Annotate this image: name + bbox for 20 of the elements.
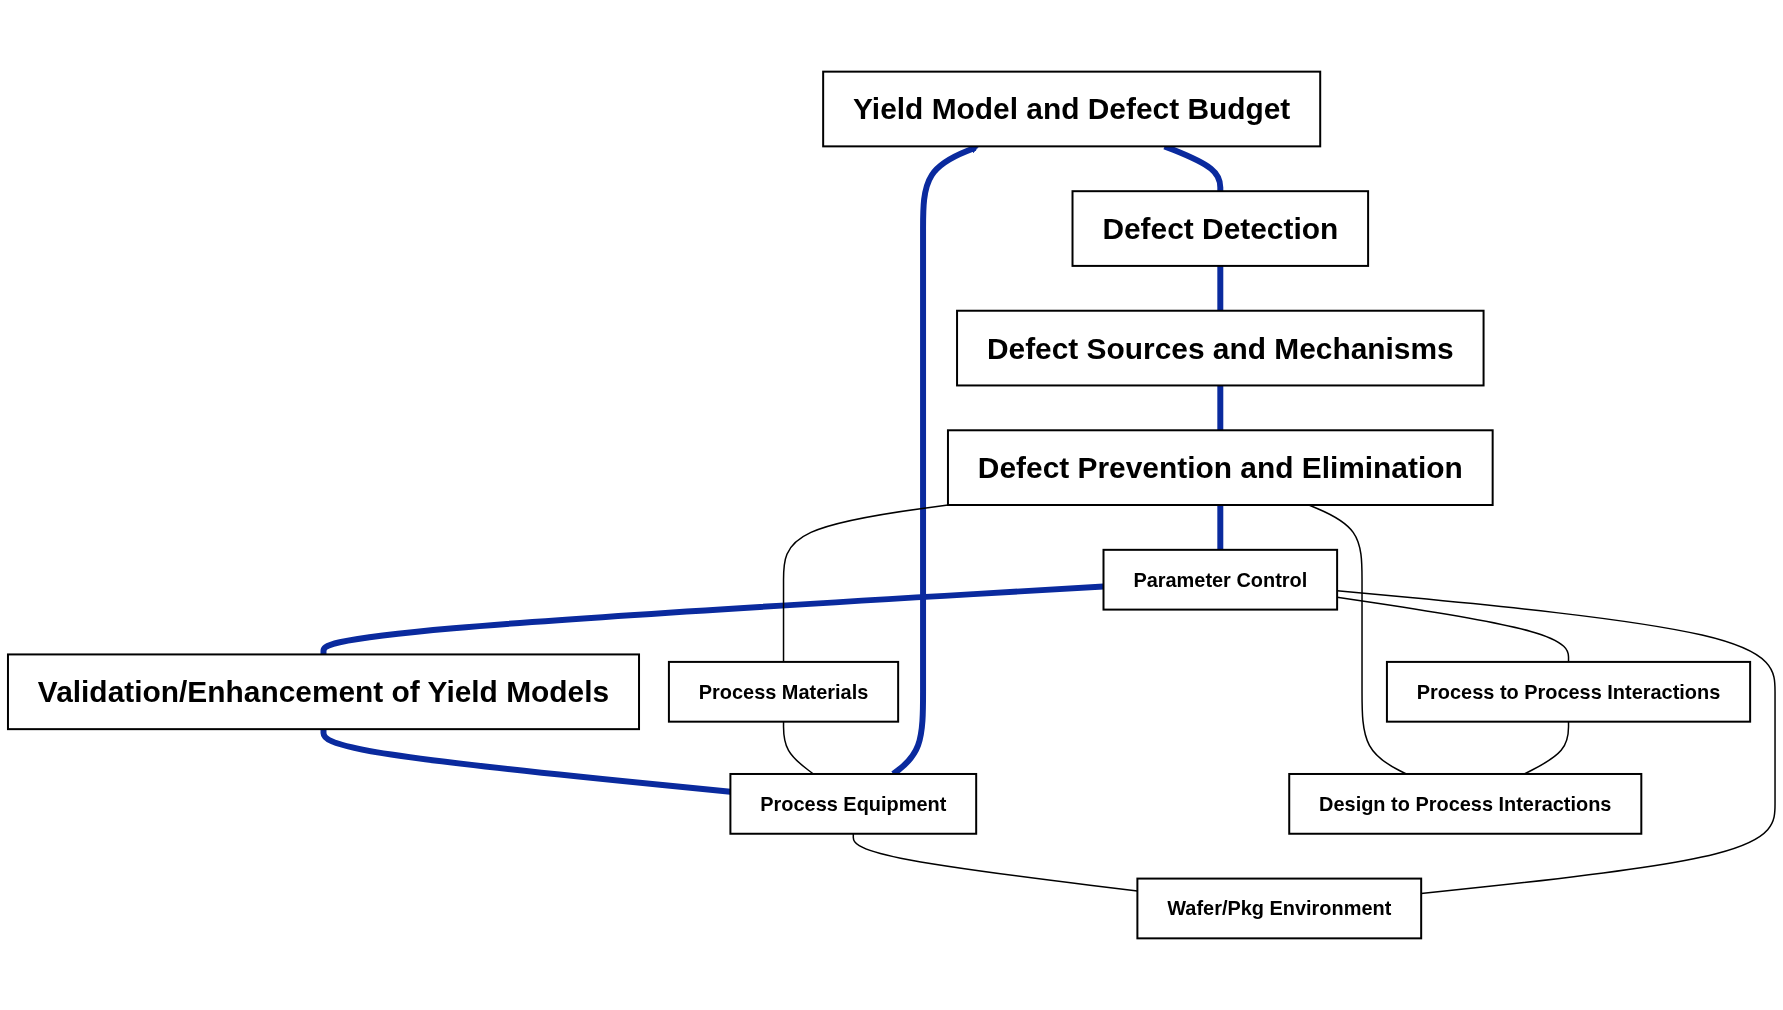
connector [1217, 265, 1224, 311]
node-box: Process to Process Interactions [1385, 660, 1752, 723]
node-box: Yield Model and Defect Budget [822, 70, 1322, 148]
node-box: Wafer/Pkg Environment [1136, 877, 1423, 940]
connector [320, 583, 1104, 656]
node-box: Process Equipment [729, 773, 978, 835]
connector [320, 729, 731, 795]
connector [1523, 720, 1570, 775]
node-box: Defect Prevention and Elimination [946, 429, 1494, 506]
connector [782, 720, 815, 775]
node-box: Defect Detection [1071, 190, 1370, 267]
node-box: Design to Process Interactions [1288, 773, 1643, 835]
connector [782, 504, 949, 663]
node-box: Process Materials [667, 660, 900, 723]
node-box: Validation/Enhancement of Yield Models [6, 653, 641, 731]
node-box: Parameter Control [1102, 548, 1339, 611]
connector [1217, 505, 1224, 550]
node-box: Defect Sources and Mechanisms [956, 309, 1485, 387]
connector [1308, 504, 1407, 775]
connector [1217, 385, 1224, 431]
